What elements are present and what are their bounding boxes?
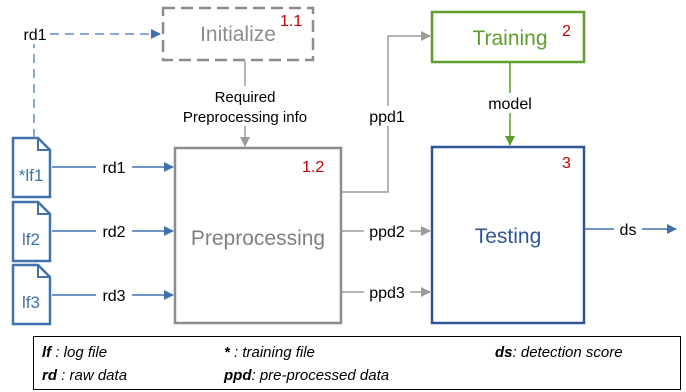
legend: lf : log file * : training file ds: dete… xyxy=(33,336,681,390)
training-step-number: 2 xyxy=(562,23,571,40)
testing-step-number: 3 xyxy=(562,155,571,172)
required-info-label-line2: Preprocessing info xyxy=(183,109,307,126)
legend-item-log-file: lf : log file xyxy=(42,344,108,361)
edge-label-rd1: rd1 xyxy=(102,160,125,177)
edge-rd2: rd2 xyxy=(52,222,174,241)
testing-label: Testing xyxy=(475,225,542,248)
legend-item-pre-processed-data: ppd: pre-processed data xyxy=(224,367,390,384)
edge-ppd2-to-testing: ppd2 xyxy=(342,222,431,241)
initialize-step-number: 1.1 xyxy=(280,13,302,30)
file-icon-lf3: lf3 xyxy=(11,263,52,326)
edge-label-ppd2: ppd2 xyxy=(369,224,405,241)
edge-rd1-to-initialize: rd1 xyxy=(20,24,161,138)
training-label: Training xyxy=(472,27,547,50)
legend-item-detection-score: ds: detection score xyxy=(495,344,623,361)
legend-item-raw-data: rd : raw data xyxy=(42,367,128,384)
preprocessing-node: Preprocessing 1.2 xyxy=(173,146,343,325)
preprocessing-step-number: 1.2 xyxy=(302,159,324,176)
edge-label-rd1-init: rd1 xyxy=(23,27,46,44)
required-info-label-line1: Required xyxy=(215,89,276,106)
preprocessing-label: Preprocessing xyxy=(191,227,325,250)
lf2-label: lf2 xyxy=(22,230,40,249)
edge-label-ppd1: ppd1 xyxy=(369,109,405,126)
testing-node: Testing 3 xyxy=(430,145,586,325)
lf3-label: lf3 xyxy=(22,293,40,312)
edge-label-rd3: rd3 xyxy=(102,288,125,305)
initialize-node: Initialize 1.1 xyxy=(161,6,315,62)
edge-label-rd2: rd2 xyxy=(102,224,125,241)
legend-item-training-file: * : training file xyxy=(224,344,315,361)
edge-label-model: model xyxy=(488,96,532,113)
training-node: Training 2 xyxy=(430,10,586,64)
edge-model: model xyxy=(484,63,536,146)
edge-ppd3-to-testing: ppd3 xyxy=(342,283,431,302)
file-icon-lf1: *lf1 xyxy=(11,136,52,199)
edge-label-ppd3: ppd3 xyxy=(369,285,405,302)
initialize-label: Initialize xyxy=(200,23,276,46)
edge-ds-output: ds xyxy=(585,220,677,239)
pipeline-diagram: Initialize 1.1 Training 2 Preprocessing … xyxy=(11,6,677,326)
edge-rd3: rd3 xyxy=(52,286,174,305)
edge-ppd1-to-training: ppd1 xyxy=(342,31,431,193)
edge-initialize-to-preprocessing: Required Preprocessing info xyxy=(183,61,307,147)
edge-rd1: rd1 xyxy=(52,158,174,177)
file-icon-lf2: lf2 xyxy=(11,200,52,263)
lf1-label: *lf1 xyxy=(19,166,44,185)
edge-label-ds: ds xyxy=(620,222,637,239)
